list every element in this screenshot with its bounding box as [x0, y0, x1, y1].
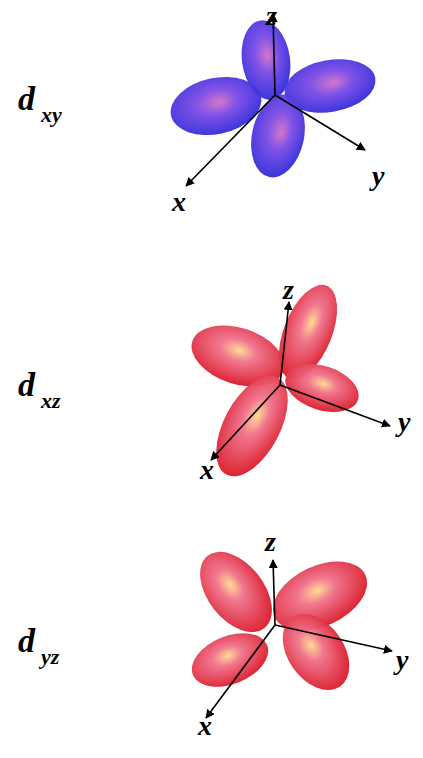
dyz-axes: [206, 560, 392, 718]
dyz-orbital: [184, 539, 378, 703]
dxz-orbital: [184, 277, 365, 488]
orbital-letter: d: [18, 82, 35, 116]
axis-label: y: [396, 646, 408, 674]
axis-label: z: [265, 528, 276, 556]
axis-label: z: [266, 2, 277, 30]
axis-label: y: [398, 408, 410, 436]
axis-label: z: [283, 276, 294, 304]
dxy-axes: [186, 14, 365, 186]
orbital-subscript: xy: [41, 104, 62, 126]
axis-label: x: [200, 456, 214, 484]
dxy-orbital: [165, 17, 380, 182]
orbital-subscript: yz: [41, 646, 59, 668]
axis-label: x: [172, 188, 186, 216]
orbital-letter: d: [18, 624, 35, 658]
orbital-letter: d: [18, 368, 35, 402]
dxz-axes: [211, 302, 390, 460]
axis-label: x: [198, 712, 212, 740]
orbital-subscript: xz: [41, 390, 61, 412]
axis-label: y: [372, 162, 384, 190]
